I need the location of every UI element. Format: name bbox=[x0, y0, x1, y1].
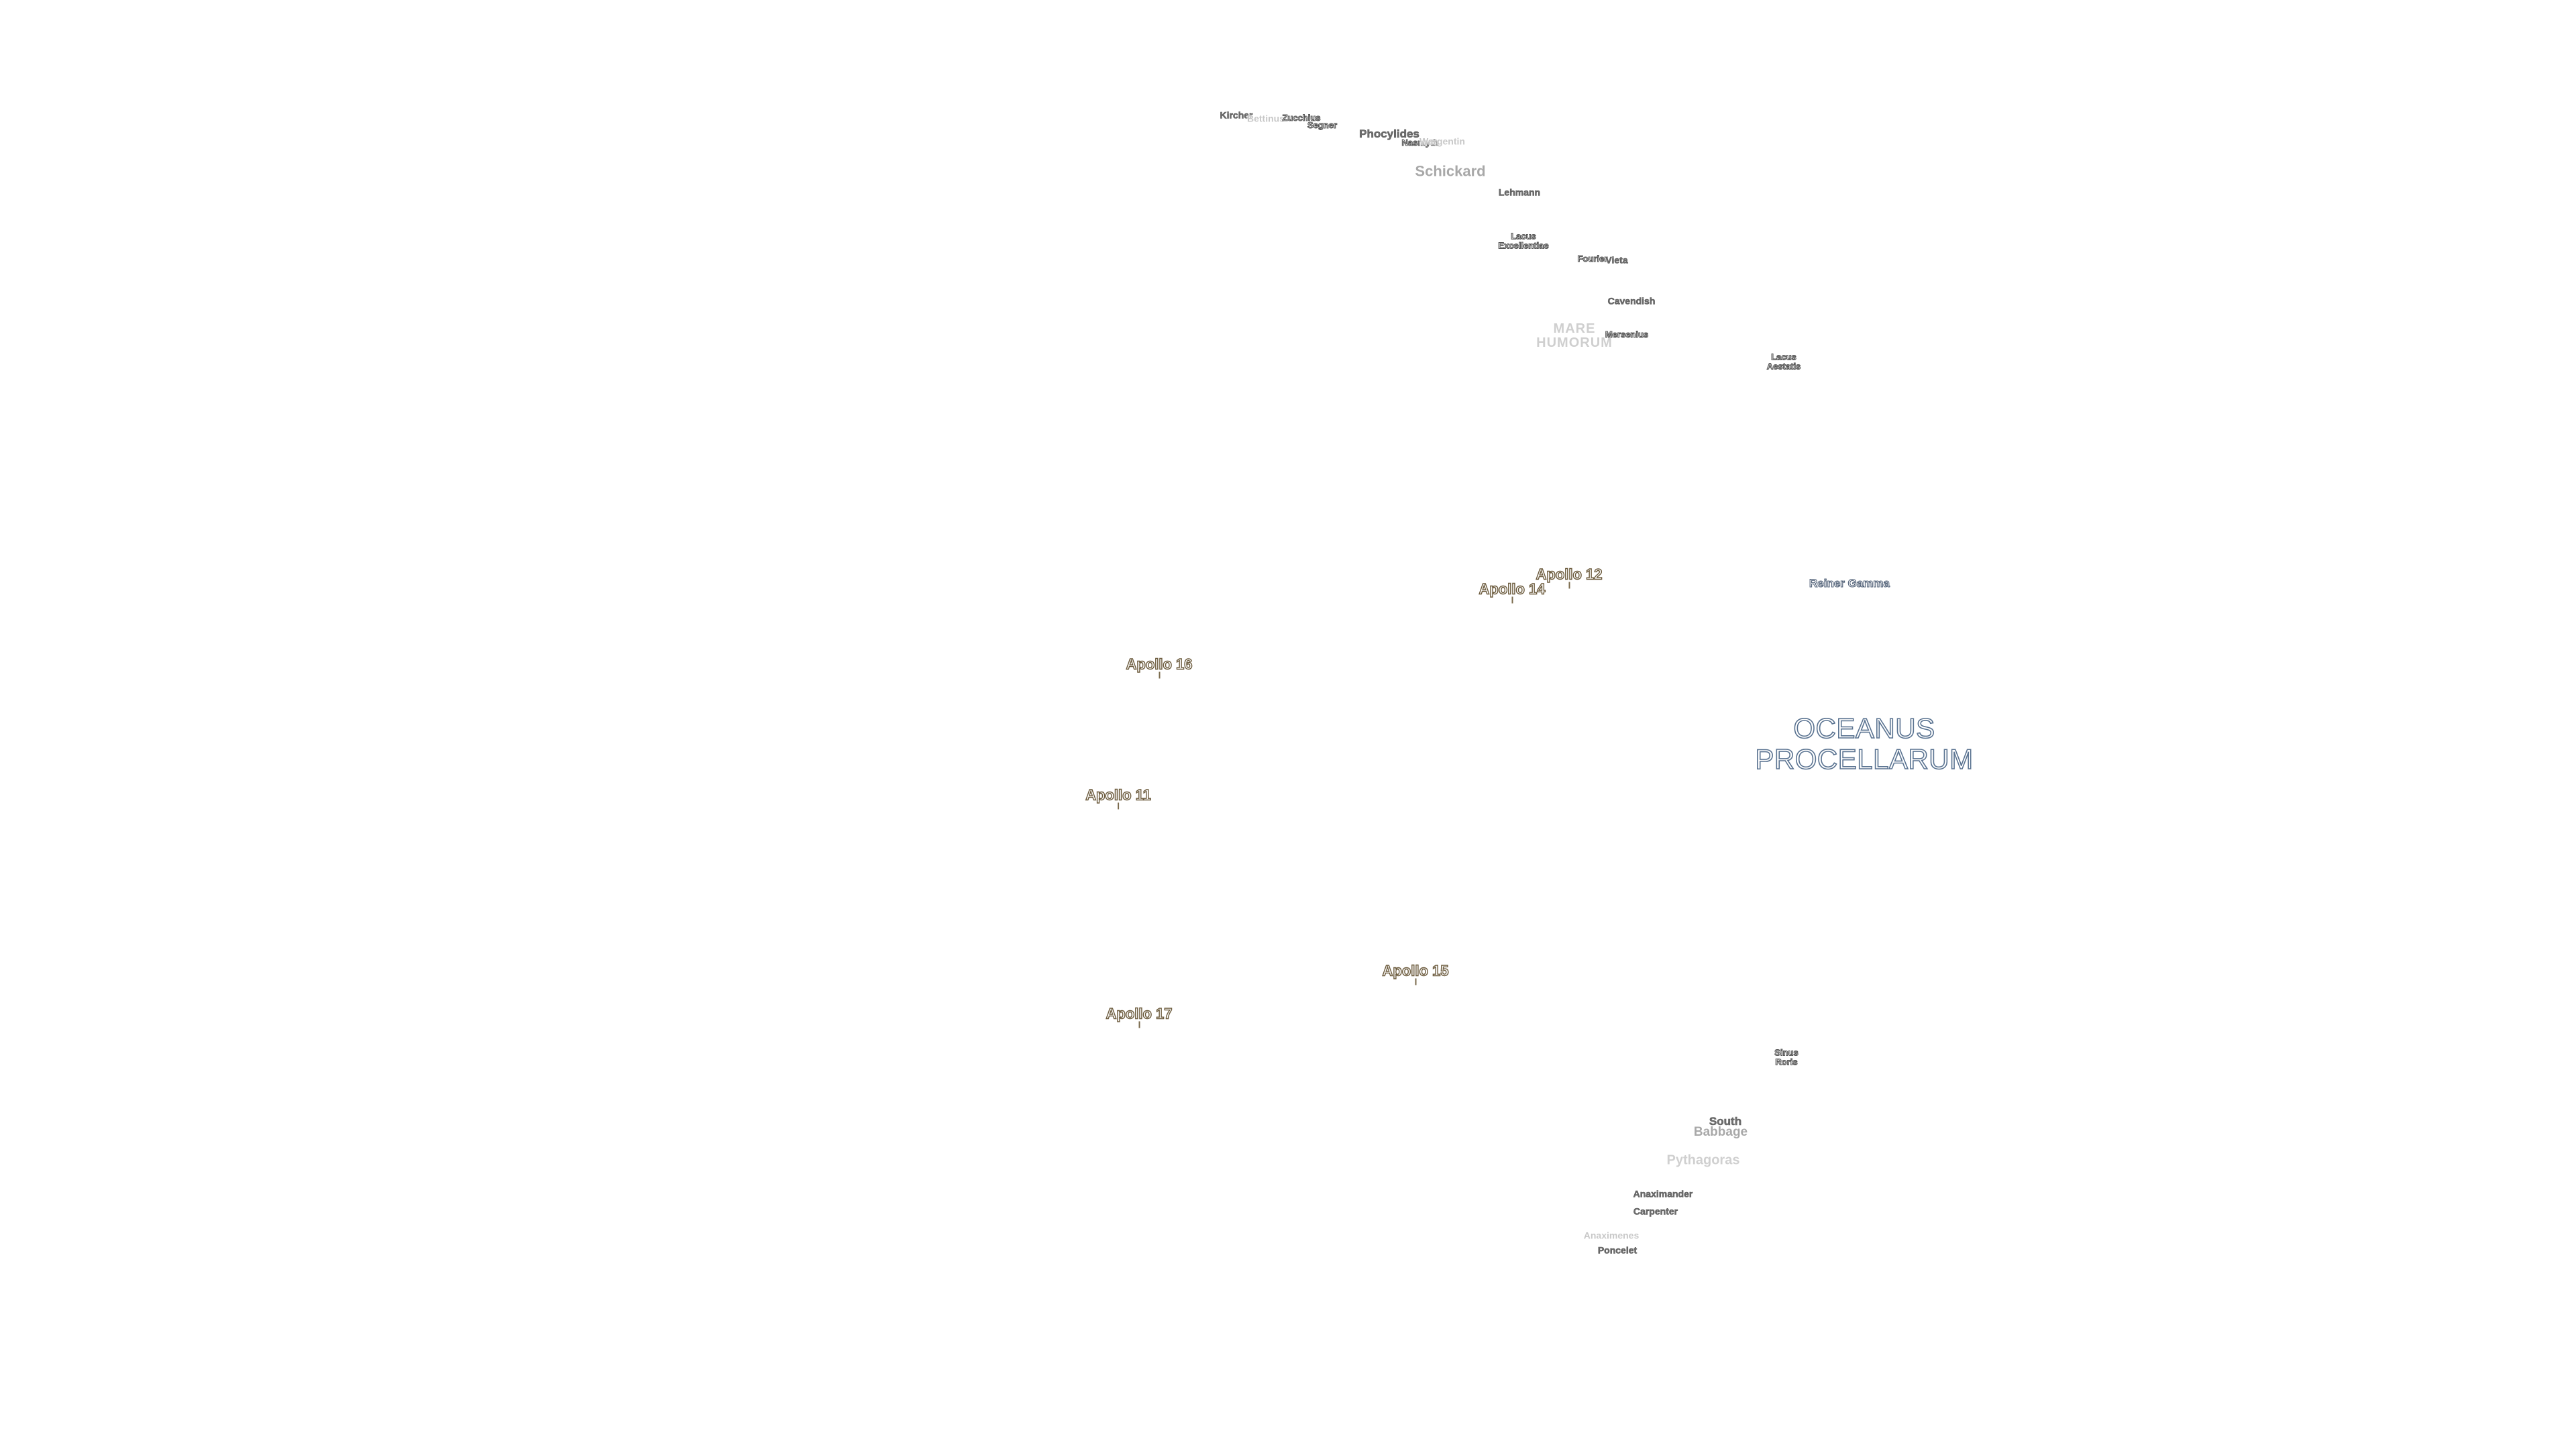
label-vieta: Vieta bbox=[1605, 254, 1628, 266]
landing-site-marker bbox=[1511, 596, 1513, 604]
label-anaximander: Anaximander bbox=[1633, 1188, 1693, 1199]
label-carpenter: Carpenter bbox=[1633, 1205, 1678, 1217]
label-segner: Segner bbox=[1307, 120, 1338, 131]
landing-site-marker bbox=[1158, 672, 1160, 679]
label-cavendish: Cavendish bbox=[1607, 295, 1656, 307]
label-apollo-12[interactable]: Apollo 12 bbox=[1536, 566, 1603, 589]
label-lacus-excellentiae: Lacus Excellentiae bbox=[1498, 231, 1549, 250]
label-fourier: Fourier bbox=[1577, 254, 1608, 264]
label-nasmyth: Nasmyth bbox=[1401, 138, 1439, 148]
label-apollo-15[interactable]: Apollo 15 bbox=[1382, 963, 1449, 985]
label-kircher: Kircher bbox=[1220, 109, 1253, 121]
label-zucchius: Zucchius bbox=[1282, 113, 1321, 123]
label-apollo-16[interactable]: Apollo 16 bbox=[1126, 656, 1193, 679]
label-apollo-11[interactable]: Apollo 11 bbox=[1085, 787, 1152, 810]
label-pythagoras: Pythagoras bbox=[1666, 1152, 1740, 1168]
label-mersenius: Mersenius bbox=[1605, 329, 1649, 340]
label-apollo-14[interactable]: Apollo 14 bbox=[1479, 581, 1546, 604]
label-lacus-aestatis: Lacus Aestatis bbox=[1766, 352, 1801, 371]
label-oceanus-procellarum: OCEANUS PROCELLARUM bbox=[1755, 712, 1974, 775]
label-apollo-17[interactable]: Apollo 17 bbox=[1106, 1006, 1173, 1028]
landing-site-marker bbox=[1138, 1021, 1140, 1028]
label-phocylides: Phocylides bbox=[1359, 127, 1419, 141]
label-mare-humorum: MARE HUMORUM bbox=[1536, 321, 1613, 350]
label-schickard: Schickard bbox=[1415, 162, 1486, 180]
label-sinus-roris: Sinus Roris bbox=[1774, 1047, 1799, 1067]
label-bettinus: Bettinus bbox=[1247, 113, 1285, 124]
landing-site-marker bbox=[1414, 978, 1416, 985]
label-anaximenes: Anaximenes bbox=[1583, 1230, 1640, 1241]
label-south: South bbox=[1709, 1115, 1742, 1128]
label-poncelet: Poncelet bbox=[1597, 1244, 1638, 1256]
label-wargentin: Wargentin bbox=[1419, 136, 1465, 147]
label-reiner-gamma: Reiner Gamma bbox=[1809, 577, 1890, 590]
landing-site-marker bbox=[1568, 582, 1570, 589]
landing-site-marker bbox=[1117, 802, 1119, 810]
label-babbage: Babbage bbox=[1693, 1125, 1748, 1140]
label-lehmann: Lehmann bbox=[1498, 186, 1541, 198]
